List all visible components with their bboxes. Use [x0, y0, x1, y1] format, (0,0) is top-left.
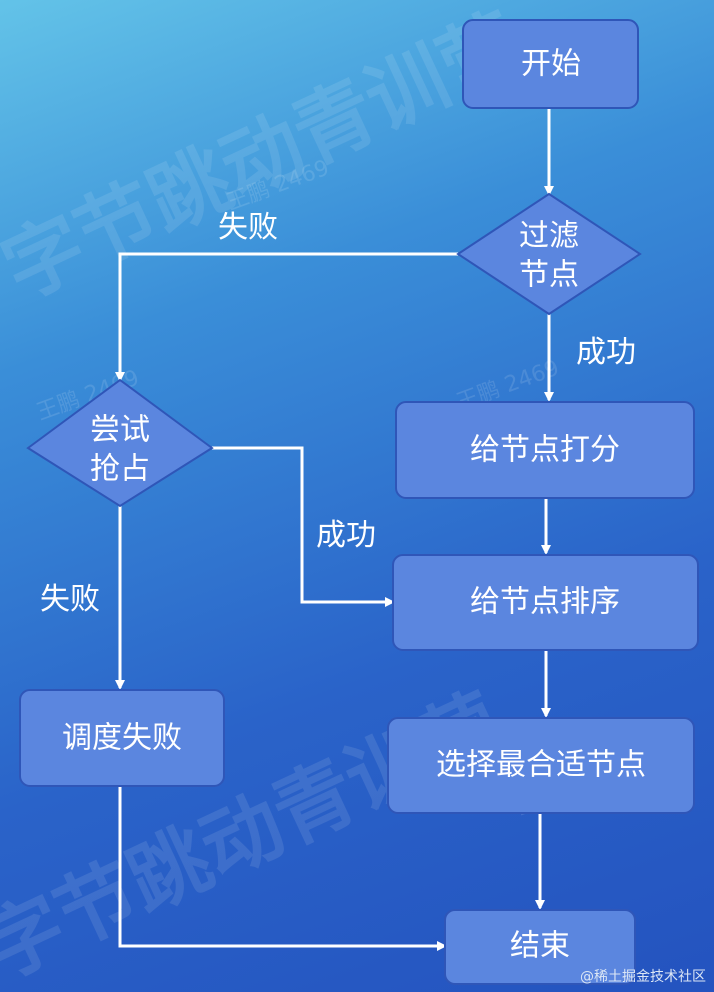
node-score: 给节点打分 — [395, 401, 695, 499]
edge-label-filter-fail: 失败 — [218, 210, 278, 245]
node-filter-label-1: 过滤 — [519, 219, 579, 254]
node-select-label: 选择最合适节点 — [436, 748, 646, 783]
node-score-label: 给节点打分 — [470, 433, 620, 468]
node-filter-label-2: 节点 — [519, 258, 579, 293]
edge-label-filter-success: 成功 — [576, 335, 636, 370]
node-end: 结束 — [444, 909, 636, 985]
edge-label-preempt-fail: 失败 — [40, 582, 100, 617]
node-fail: 调度失败 — [19, 689, 225, 787]
node-sort-label: 给节点排序 — [470, 585, 620, 620]
node-select: 选择最合适节点 — [387, 717, 695, 814]
node-start: 开始 — [462, 19, 639, 109]
credit-text: @稀土掘金技术社区 — [580, 969, 706, 985]
edge-label-preempt-success: 成功 — [316, 518, 376, 553]
node-preempt-label-1: 尝试 — [90, 413, 150, 448]
edge-preempt-sort — [212, 446, 395, 607]
node-fail-label: 调度失败 — [62, 721, 182, 756]
node-sort: 给节点排序 — [392, 554, 699, 651]
edges — [115, 108, 554, 951]
watermark-text-1: 字节跳动青训营 — [0, 0, 536, 317]
node-filter: 过滤 节点 — [456, 192, 642, 316]
edge-filter-preempt — [115, 252, 458, 382]
node-end-label: 结束 — [510, 929, 570, 964]
edge-fail-end — [118, 786, 447, 951]
node-preempt: 尝试 抢占 — [26, 378, 214, 508]
node-preempt-label-2: 抢占 — [90, 452, 150, 487]
node-start-label: 开始 — [521, 47, 581, 82]
